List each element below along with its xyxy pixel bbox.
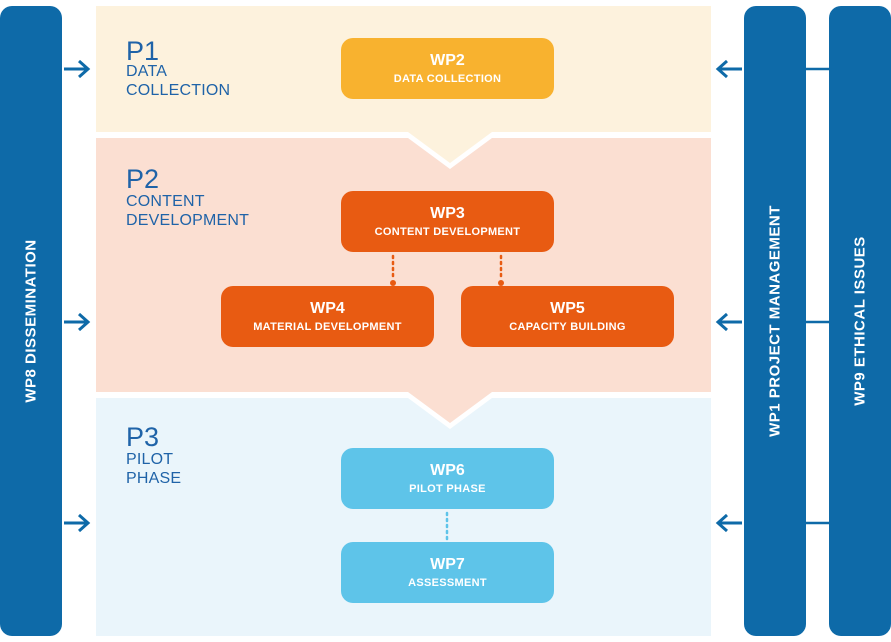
wp8-dissemination-bar: WP8 DISSEMINATION: [0, 6, 62, 636]
wp5-title: CAPACITY BUILDING: [509, 321, 626, 333]
wp7-title: ASSESSMENT: [408, 577, 487, 589]
wp1-wp9-links: [806, 67, 829, 525]
phase-3-band: [96, 398, 711, 636]
wp6-code: WP6: [430, 462, 465, 479]
phase-3: P3 PILOT PHASE: [96, 398, 711, 636]
wp4-title: MATERIAL DEVELOPMENT: [253, 321, 402, 333]
wp1-project-management-bar: WP1 PROJECT MANAGEMENT: [744, 6, 806, 636]
arrow-left-icon: [715, 312, 742, 332]
wp4-box: WP4 MATERIAL DEVELOPMENT: [221, 286, 434, 347]
wp9-label: WP9 ETHICAL ISSUES: [851, 236, 869, 406]
wp7-code: WP7: [430, 556, 465, 573]
connector-wp3-wp5: [498, 254, 504, 286]
wp9-ethical-issues-bar: WP9 ETHICAL ISSUES: [829, 6, 891, 636]
wp5-box: WP5 CAPACITY BUILDING: [461, 286, 674, 347]
phase-1-number: P1: [126, 36, 160, 66]
wp2-code: WP2: [430, 52, 465, 69]
phase-background: [96, 6, 711, 636]
phase-2: P2 CONTENT DEVELOPMENT: [96, 138, 711, 392]
wp3-title: CONTENT DEVELOPMENT: [374, 226, 521, 238]
phase-3-number: P3: [126, 422, 160, 452]
wp1-label: WP1 PROJECT MANAGEMENT: [766, 205, 784, 437]
phase-1: P1 DATA COLLECTION: [96, 6, 711, 132]
connector-wp3-wp4: [390, 254, 396, 286]
phase-2-number: P2: [126, 164, 160, 194]
wp7-box: WP7 ASSESSMENT: [341, 542, 554, 603]
wp6-box: WP6 PILOT PHASE: [341, 448, 554, 509]
phase-2-band: [96, 138, 711, 423]
wp5-code: WP5: [550, 300, 585, 317]
arrow-left-icon: [715, 59, 742, 79]
arrow-right-icon: [64, 513, 91, 533]
connector-wp6-wp7: [445, 511, 449, 543]
phase-1-name: DATA COLLECTION: [126, 63, 231, 99]
arrow-left-icon: [715, 513, 742, 533]
wp6-title: PILOT PHASE: [409, 483, 486, 495]
phase-3-name: PILOT PHASE: [126, 451, 182, 487]
wp3-box: WP3 CONTENT DEVELOPMENT: [341, 191, 554, 252]
phase-2-name: CONTENT DEVELOPMENT: [126, 193, 250, 229]
wp4-code: WP4: [310, 300, 345, 317]
wp2-title: DATA COLLECTION: [393, 73, 502, 85]
arrow-right-icon: [64, 59, 91, 79]
wp3-code: WP3: [430, 205, 465, 222]
arrow-right-icon: [64, 312, 91, 332]
wp8-label: WP8 DISSEMINATION: [22, 239, 40, 403]
wp2-box: WP2 DATA COLLECTION: [341, 38, 554, 99]
